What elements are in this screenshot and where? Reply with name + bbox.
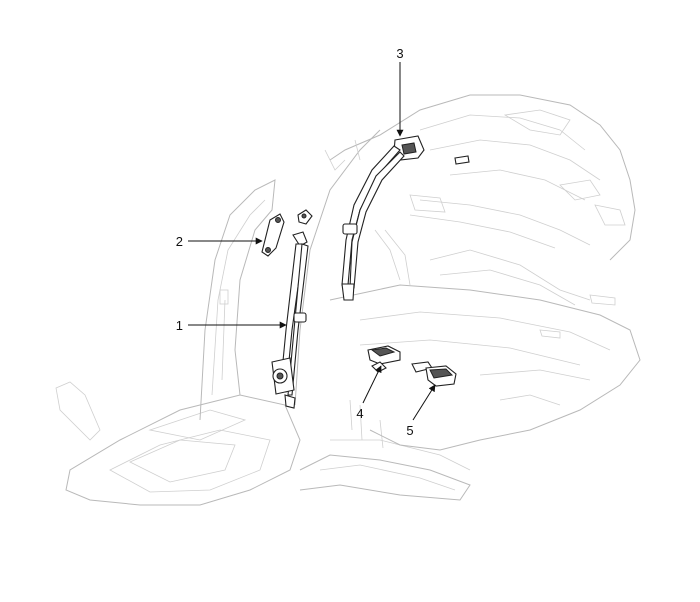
callout-1: 1 bbox=[176, 318, 183, 333]
callout-5: 5 bbox=[406, 423, 413, 438]
rear-buckle-left bbox=[367, 345, 401, 373]
callout-leaders bbox=[188, 62, 436, 421]
leader-4 bbox=[362, 365, 382, 404]
front-upper-anchor bbox=[261, 209, 313, 257]
callout-4: 4 bbox=[356, 406, 363, 421]
vehicle-body bbox=[55, 94, 641, 506]
callout-labels: 2 1 3 4 5 bbox=[176, 46, 414, 438]
callout-2: 2 bbox=[176, 234, 183, 249]
rear-seat-belt-assembly bbox=[341, 135, 470, 301]
rear-buckle-right bbox=[411, 361, 457, 387]
callout-3: 3 bbox=[396, 46, 403, 61]
leader-5 bbox=[412, 384, 436, 421]
front-seat-belt-assembly bbox=[271, 231, 309, 409]
